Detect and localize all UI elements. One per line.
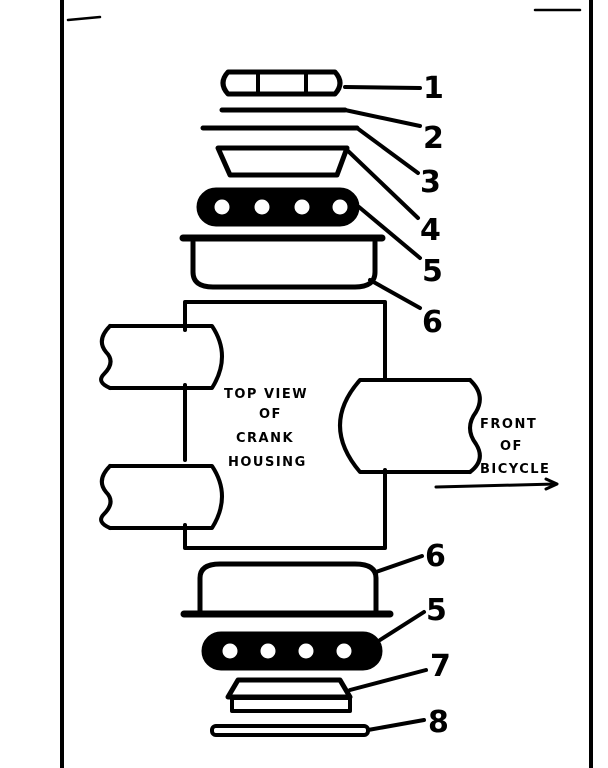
label-part-5-top: 5 — [422, 254, 443, 289]
label-part-8: 8 — [428, 705, 449, 740]
label-part-6-bottom: 6 — [425, 539, 446, 574]
label-part-5-bottom: 5 — [426, 593, 447, 628]
part-5-bottom-ball-retainer — [201, 610, 426, 671]
front-caption-line-2: OF — [500, 439, 523, 454]
label-part-4: 4 — [420, 213, 441, 248]
front-caption-line-1: FRONT — [480, 417, 537, 432]
part-2-washer — [219, 107, 422, 128]
part-8-washer — [210, 718, 426, 737]
label-part-7: 7 — [430, 649, 451, 684]
housing-caption-line-3: CRANK — [236, 431, 294, 446]
part-6-top-bearing-cup — [179, 234, 422, 310]
label-part-3: 3 — [420, 165, 441, 200]
crank-housing-outline — [99, 300, 482, 550]
housing-caption-line-1: TOP VIEW — [224, 387, 308, 402]
housing-caption-line-4: HOUSING — [228, 455, 307, 470]
part-3-thin-washer — [200, 125, 420, 175]
label-part-6-top: 6 — [422, 305, 443, 340]
housing-caption-line-2: OF — [259, 407, 282, 422]
page-border — [60, 0, 593, 768]
front-caption-line-3: BICYCLE — [480, 462, 550, 477]
label-part-1: 1 — [423, 71, 444, 106]
part-7-fixed-cup — [225, 668, 428, 713]
front-direction-arrow — [434, 477, 559, 491]
label-part-2: 2 — [423, 121, 444, 156]
part-1-lock-nut — [220, 69, 422, 97]
part-4-adjustable-cup — [215, 145, 420, 220]
part-6-bottom-bearing-cup — [180, 554, 424, 618]
part-5-top-ball-retainer — [196, 187, 422, 260]
